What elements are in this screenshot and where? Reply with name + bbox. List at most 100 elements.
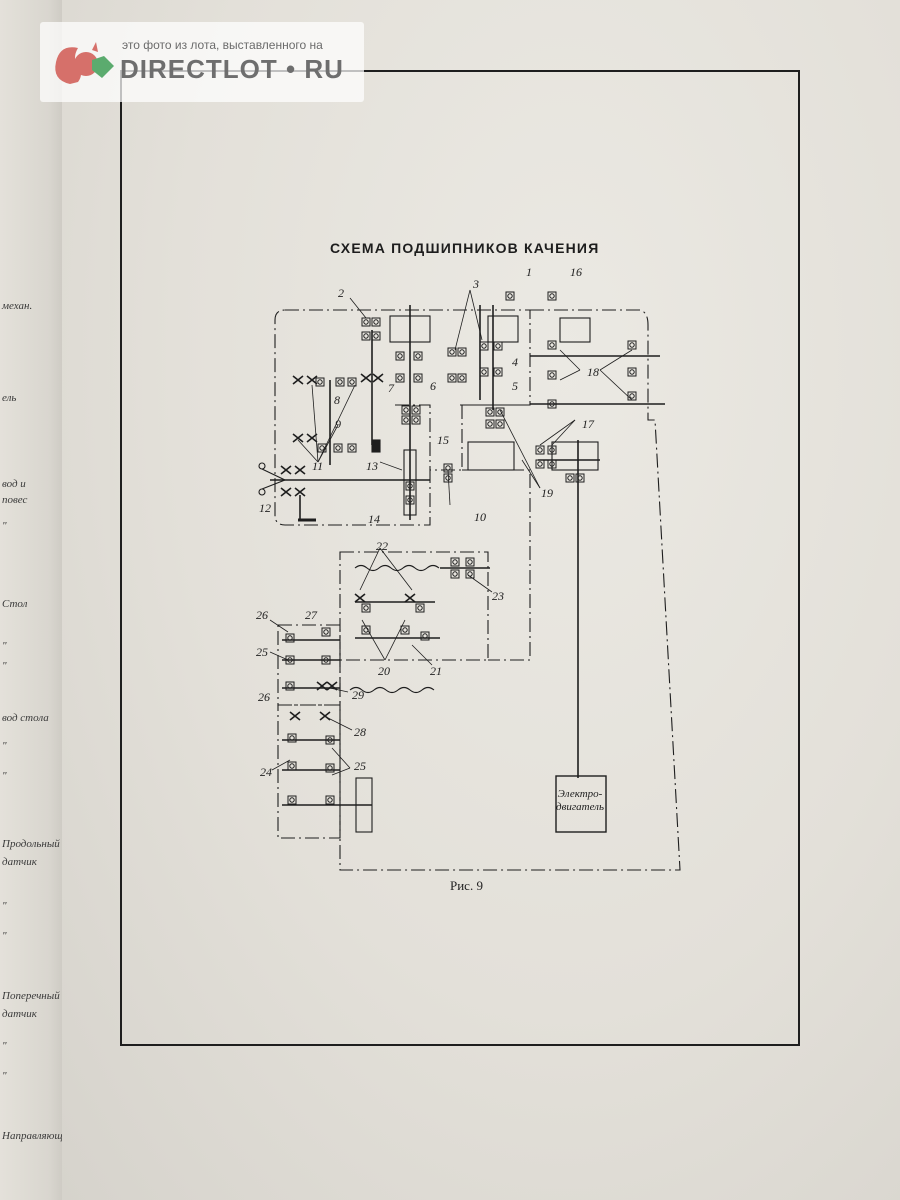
ball-bearing-ball — [363, 627, 369, 633]
motor-label-line: Электро- — [557, 788, 603, 800]
left-page-fragment: Продольный — [2, 838, 60, 850]
leader-26 — [269, 619, 289, 633]
roller-bearing-symbol — [289, 711, 301, 721]
leader-19b — [521, 459, 541, 489]
leader-18a — [559, 349, 581, 371]
callout-1: 1 — [526, 265, 532, 279]
callout-11: 11 — [312, 459, 323, 473]
roller-bearing-symbol — [292, 433, 304, 443]
leader-28 — [327, 717, 353, 731]
ditto-mark: " — [2, 640, 7, 652]
ball-bearing-symbol — [535, 445, 545, 455]
roller-bearing-symbol — [294, 487, 306, 497]
leader-24 — [271, 759, 291, 771]
leader-3a — [454, 289, 471, 351]
ball-bearing-ball — [415, 353, 421, 359]
callout-14: 14 — [368, 512, 380, 526]
ball-bearing-ball — [337, 379, 343, 385]
ball-bearing-symbol — [395, 351, 405, 361]
ball-bearing-ball — [537, 447, 543, 453]
callout-29: 29 — [352, 688, 364, 702]
leader-18d — [599, 369, 633, 401]
watermark-banner: это фото из лота, выставленного на DIREC… — [40, 22, 364, 102]
ball-bearing-symbol — [361, 625, 371, 635]
ball-bearing-symbol — [547, 291, 557, 301]
callout-21: 21 — [430, 664, 442, 678]
ball-bearing-symbol — [479, 341, 489, 351]
ball-bearing-symbol — [535, 459, 545, 469]
leader-17a — [539, 419, 576, 446]
callout-17: 17 — [582, 417, 595, 431]
ball-bearing-ball — [415, 375, 421, 381]
ball-bearing-symbol — [547, 445, 557, 455]
ball-bearing-symbol — [285, 681, 295, 691]
ball-bearing-ball — [449, 349, 455, 355]
leader-20b — [384, 619, 406, 661]
ball-bearing-symbol — [485, 407, 495, 417]
ball-bearing-ball — [287, 657, 293, 663]
feed-box-outline — [339, 551, 489, 661]
ball-bearing-symbol — [285, 655, 295, 665]
ball-bearing-ball — [323, 657, 329, 663]
leader-18c — [599, 349, 633, 371]
callout-26: 26 — [258, 690, 270, 704]
callout-24: 24 — [260, 765, 272, 779]
crank-arm — [261, 479, 286, 490]
ball-bearing-symbol — [485, 419, 495, 429]
ball-bearing-ball — [349, 445, 355, 451]
gear-block — [559, 317, 591, 343]
callout-28: 28 — [354, 725, 366, 739]
crank-pivot — [258, 462, 266, 470]
callout-18: 18 — [587, 365, 599, 379]
ball-bearing-ball — [497, 409, 503, 415]
ball-bearing-symbol — [443, 463, 453, 473]
ball-bearing-ball — [403, 417, 409, 423]
ditto-mark: " — [2, 930, 7, 942]
ball-bearing-symbol — [547, 370, 557, 380]
ball-bearing-symbol — [413, 373, 423, 383]
electric-motor-box — [555, 775, 607, 833]
lead-screw-nut — [355, 777, 373, 833]
callout-25: 25 — [354, 759, 366, 773]
ball-bearing-symbol — [547, 340, 557, 350]
ball-bearing-ball — [397, 353, 403, 359]
ball-bearing-ball — [413, 407, 419, 413]
ball-bearing-ball — [507, 293, 513, 299]
ball-bearing-ball — [549, 293, 555, 299]
ball-bearing-ball — [289, 763, 295, 769]
leader-13 — [379, 461, 403, 471]
ball-bearing-ball — [577, 475, 583, 481]
ball-bearing-symbol — [287, 761, 297, 771]
ditto-mark: " — [2, 900, 7, 912]
gear-block-solid — [371, 439, 381, 453]
ball-bearing-symbol — [627, 391, 637, 401]
ball-bearing-symbol — [627, 340, 637, 350]
callout-7: 7 — [388, 381, 395, 395]
ditto-mark: " — [2, 1040, 7, 1052]
ditto-mark: " — [2, 770, 7, 782]
ball-bearing-ball — [413, 417, 419, 423]
ball-bearing-symbol — [415, 603, 425, 613]
ball-bearing-ball — [629, 342, 635, 348]
ball-bearing-ball — [495, 343, 501, 349]
callout-16: 16 — [570, 265, 582, 279]
ball-bearing-symbol — [405, 481, 415, 491]
callout-19: 19 — [541, 486, 553, 500]
ball-bearing-ball — [549, 461, 555, 467]
callout-12: 12 — [259, 501, 271, 515]
roller-bearing-symbol — [292, 375, 304, 385]
ball-bearing-symbol — [287, 733, 297, 743]
ball-bearing-ball — [363, 319, 369, 325]
ball-bearing-symbol — [479, 367, 489, 377]
ball-bearing-ball — [567, 475, 573, 481]
leader-11b — [311, 384, 319, 463]
leader-3b — [469, 289, 483, 341]
ball-bearing-ball — [497, 421, 503, 427]
leader-20a — [361, 619, 386, 661]
callout-6: 6 — [430, 379, 436, 393]
ball-bearing-symbol — [565, 473, 575, 483]
callout-2: 2 — [338, 286, 344, 300]
gear-block — [551, 441, 599, 471]
ball-bearing-ball — [403, 407, 409, 413]
